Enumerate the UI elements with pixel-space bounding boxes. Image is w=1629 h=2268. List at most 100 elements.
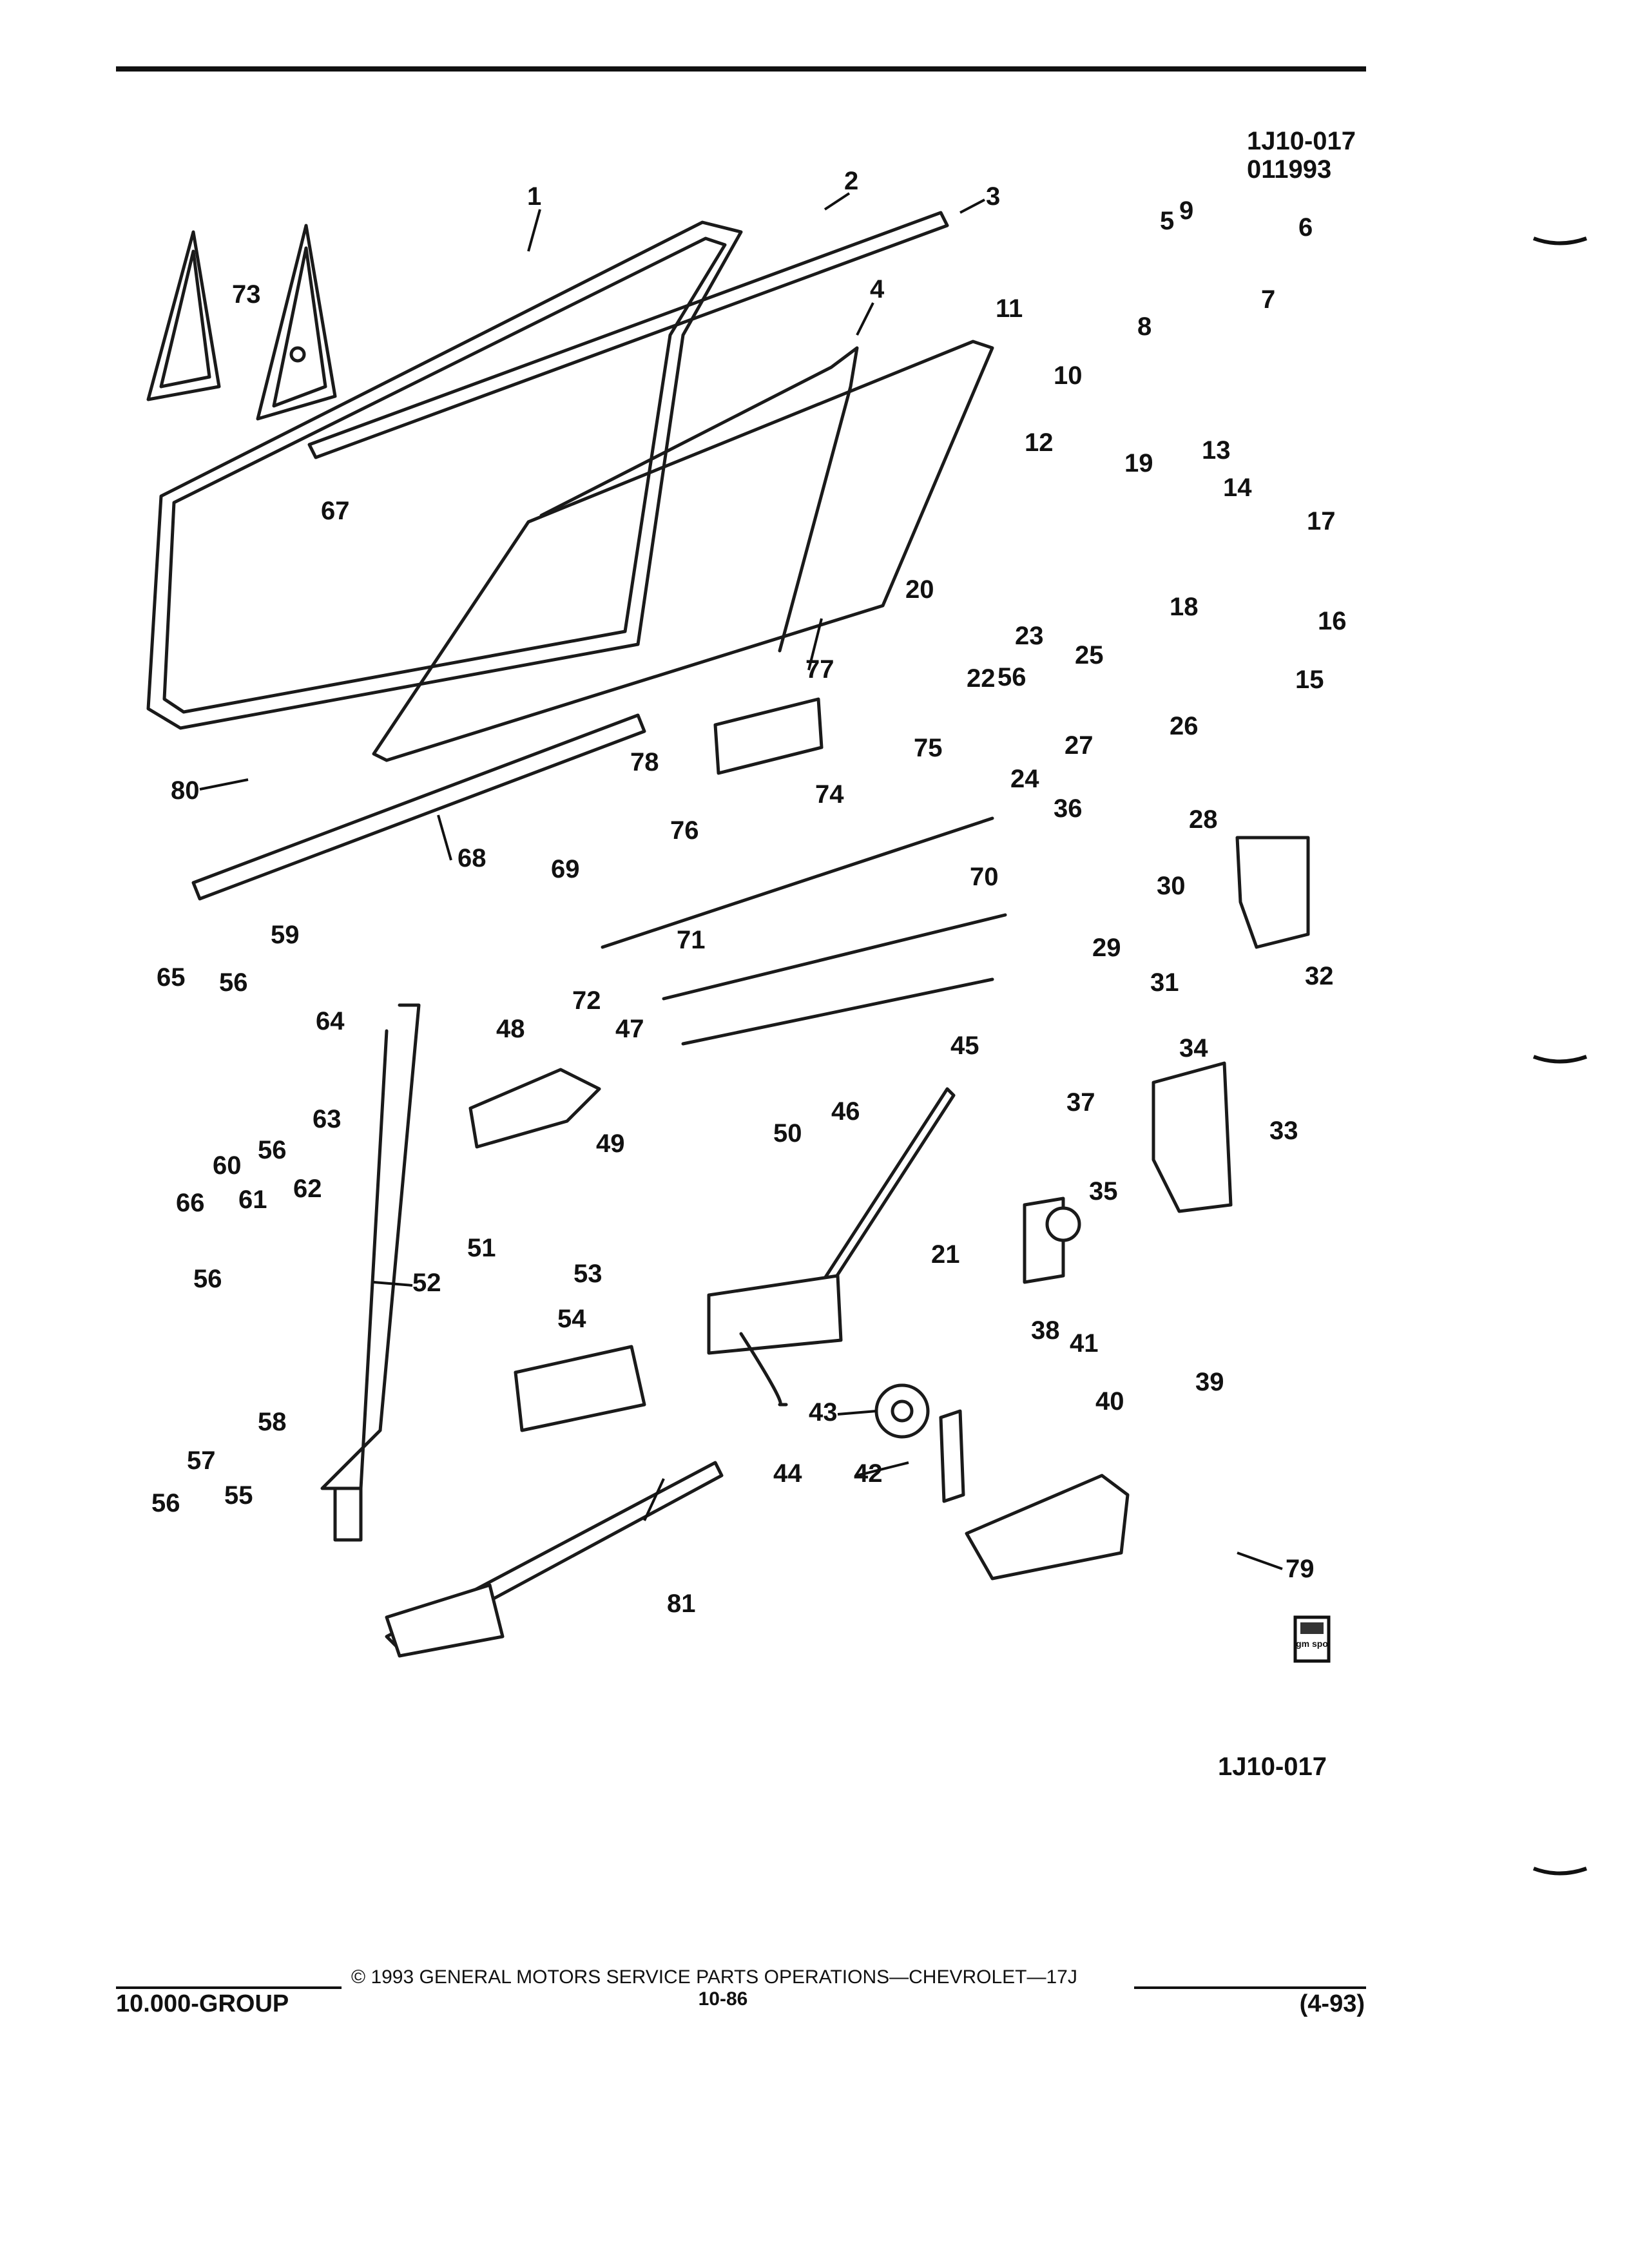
callout-45: 45 (950, 1032, 979, 1060)
callout-15: 15 (1295, 666, 1324, 694)
part-45-regulator-arm (707, 1087, 956, 1355)
callout-35: 35 (1089, 1177, 1118, 1206)
callout-62: 62 (293, 1175, 322, 1203)
callout-52: 52 (412, 1269, 441, 1297)
part-76-glass-bracket (713, 697, 824, 775)
callout-41: 41 (1070, 1329, 1099, 1358)
callout-76: 76 (670, 816, 699, 845)
callout-64: 64 (316, 1007, 345, 1035)
drawing-id: 1J10-017 (1247, 127, 1356, 155)
callout-71: 71 (677, 926, 706, 954)
part-1-glass-weatherstrip (146, 220, 743, 730)
callout-5: 5 (1160, 207, 1174, 235)
part-40-escutcheon (965, 1474, 1130, 1581)
part-77-door-glass (372, 340, 994, 762)
callout-6: 6 (1298, 213, 1313, 242)
part-44-sector-gear (739, 1332, 788, 1407)
callout-17: 17 (1307, 507, 1336, 535)
leader-lines (199, 192, 1283, 1570)
callout-labels: 1 2 3 4 5 6 7 8 9 10 11 12 13 14 15 16 1… (151, 167, 1347, 1618)
footer-revision: (4-93) (1300, 1990, 1365, 2017)
callout-43: 43 (809, 1398, 838, 1427)
callout-13: 13 (1202, 436, 1231, 465)
footer-page: 10-86 (699, 1988, 748, 2010)
callout-51: 51 (467, 1234, 496, 1262)
callout-81: 81 (667, 1590, 696, 1618)
callout-2: 2 (844, 167, 858, 195)
binder-mark-top (1532, 236, 1588, 245)
callout-12: 12 (1025, 428, 1054, 457)
callout-9: 9 (1179, 197, 1193, 225)
bottom-drawing-code: 1J10-017 (1218, 1753, 1327, 1781)
callout-65: 65 (157, 963, 186, 992)
callout-29: 29 (1092, 934, 1121, 962)
part-35-lock-striker (1152, 1061, 1233, 1213)
callout-39: 39 (1195, 1368, 1224, 1396)
callout-63: 63 (313, 1105, 342, 1133)
part-73-vent-glass (146, 224, 337, 421)
callout-67: 67 (321, 497, 350, 525)
part-68-sash-channel (191, 713, 646, 901)
part-54-motor (514, 1345, 646, 1432)
callout-70: 70 (970, 863, 999, 891)
callout-11: 11 (996, 294, 1023, 323)
binder-mark-mid (1532, 1055, 1588, 1064)
callout-24: 24 (1010, 765, 1039, 793)
callout-50: 50 (773, 1119, 802, 1148)
callout-30: 30 (1157, 872, 1186, 900)
callout-69: 69 (551, 855, 580, 883)
callout-46: 46 (831, 1097, 860, 1126)
callout-58: 58 (258, 1408, 287, 1436)
callout-55: 55 (224, 1481, 253, 1510)
footer-group: 10.000-GROUP (116, 1990, 289, 2017)
callout-54: 54 (557, 1305, 586, 1333)
callout-48: 48 (496, 1015, 525, 1043)
part-70-rod (601, 816, 994, 949)
callout-14: 14 (1223, 474, 1252, 502)
callout-36: 36 (1054, 794, 1083, 823)
binder-mark-bottom (1532, 1867, 1588, 1876)
callout-47: 47 (615, 1015, 644, 1043)
callout-32: 32 (1305, 962, 1334, 990)
callout-44: 44 (773, 1459, 802, 1488)
part-42-crank-handle (939, 1409, 965, 1503)
gm-spo-logo: gm spo (1293, 1615, 1331, 1663)
part-48-inside-handle (468, 1068, 601, 1149)
callout-49: 49 (596, 1129, 625, 1158)
part-52-run-channel-rear (320, 1003, 421, 1542)
callout-66: 66 (176, 1189, 205, 1217)
callout-40: 40 (1095, 1387, 1124, 1416)
callout-61: 61 (238, 1186, 267, 1214)
callout-57: 57 (187, 1446, 216, 1475)
callout-38: 38 (1031, 1316, 1060, 1345)
callout-21: 21 (931, 1240, 960, 1269)
callout-4: 4 (870, 275, 885, 303)
callout-72: 72 (572, 986, 601, 1015)
drawing-date: 011993 (1247, 155, 1331, 184)
callout-22: 22 (967, 664, 996, 693)
callout-56d: 56 (151, 1489, 180, 1517)
part-43-washer (874, 1383, 930, 1439)
callout-27: 27 (1065, 731, 1094, 760)
callout-34: 34 (1179, 1034, 1208, 1062)
footer-copyright: © 1993 GENERAL MOTORS SERVICE PARTS OPER… (351, 1966, 1077, 1988)
part-47-rod (681, 977, 994, 1046)
part-30-lock-assembly (1235, 836, 1310, 949)
callout-23: 23 (1015, 622, 1044, 650)
part-3-run-channel (307, 211, 949, 459)
callout-18: 18 (1170, 593, 1199, 621)
callout-56e: 56 (998, 663, 1027, 691)
callout-80: 80 (171, 776, 200, 805)
callout-25: 25 (1075, 641, 1104, 669)
callout-31: 31 (1150, 968, 1179, 997)
part-72-rod (662, 913, 1007, 1001)
callout-16: 16 (1318, 607, 1347, 635)
callout-28: 28 (1189, 805, 1218, 834)
callout-59: 59 (271, 921, 300, 949)
callout-26: 26 (1170, 712, 1199, 740)
part-38-actuator (1023, 1196, 1081, 1284)
svg-text:gm spo: gm spo (1296, 1639, 1328, 1649)
callout-78: 78 (630, 748, 659, 776)
callout-75: 75 (914, 734, 943, 762)
